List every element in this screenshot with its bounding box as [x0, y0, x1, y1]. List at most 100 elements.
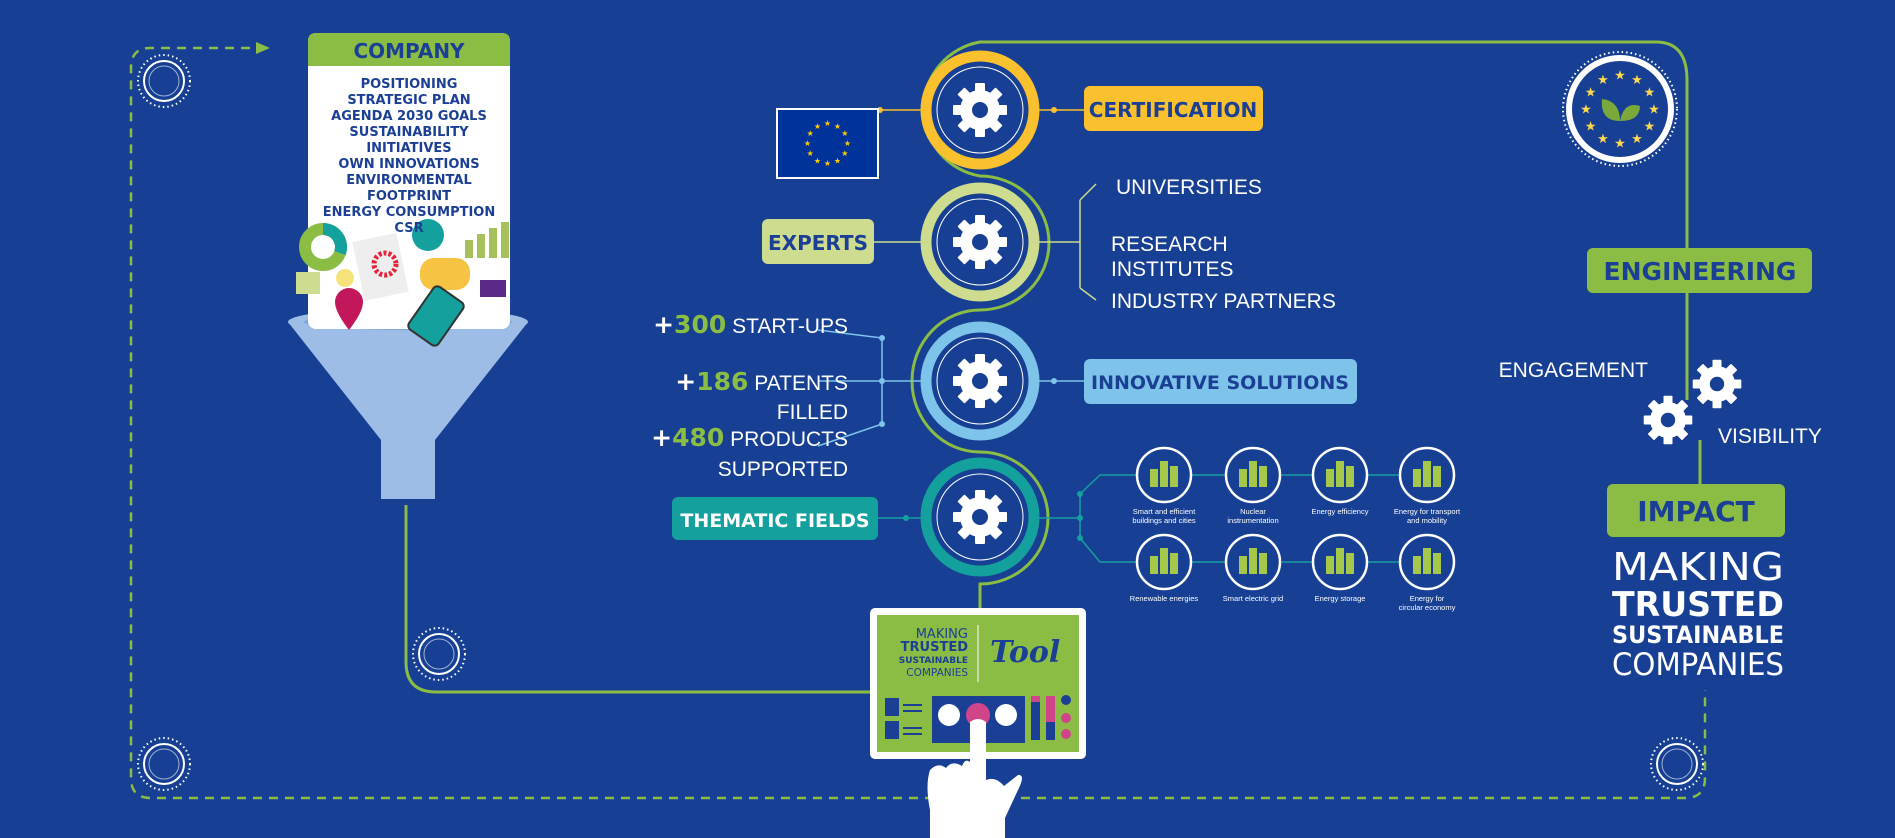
thematic-field-label: and mobility [1407, 516, 1447, 525]
gear-thematic-fields[interactable] [920, 457, 1040, 577]
right-flow-line [1655, 40, 1702, 484]
impact-label[interactable]: IMPACT [1607, 484, 1785, 537]
star-icon: ★ [824, 159, 831, 168]
star-icon: ★ [1631, 131, 1643, 146]
phone-icon [407, 285, 465, 347]
company-item: CSR [394, 221, 423, 236]
visibility-text: VISIBILITY [1718, 425, 1822, 448]
gear-innovative-solutions[interactable] [920, 321, 1040, 441]
star-icon: ★ [1631, 72, 1643, 87]
star-icon: ★ [834, 122, 841, 131]
partner-research: RESEARCH [1111, 233, 1228, 256]
thematic-fields-label[interactable]: THEMATIC FIELDS [672, 497, 878, 540]
arrow-right-icon [256, 42, 270, 54]
gear-icon [953, 354, 1007, 408]
thematic-field-label: buildings and cities [1132, 516, 1196, 525]
battery-icon [1326, 548, 1354, 574]
funnel [288, 308, 528, 499]
star-icon: ★ [804, 139, 811, 148]
sdg-wheel-icon [371, 250, 399, 278]
slogan-line: MAKING [1612, 545, 1784, 589]
loop-marker-icon [1650, 737, 1704, 791]
thematic-field-item[interactable]: Smart electric grid [1223, 533, 1283, 603]
thematic-field-label: circular economy [1399, 603, 1456, 612]
stat-patents-extra: FILLED [777, 401, 848, 424]
company-item: FOOTPRINT [367, 189, 451, 204]
star-icon: ★ [834, 156, 841, 165]
gear-icon [1643, 395, 1693, 445]
envelope-icon [480, 280, 506, 297]
gear-certification[interactable] [920, 50, 1040, 170]
eu-flag: ★★★★★★★★★★★★ [776, 108, 879, 179]
tool-brand-line: COMPANIES [906, 667, 968, 679]
star-icon: ★ [1597, 131, 1609, 146]
thematic-field-label: instrumentation [1227, 516, 1278, 525]
thematic-field-label: Smart and efficient [1133, 507, 1196, 516]
company-item: STRATEGIC PLAN [347, 93, 470, 108]
star-icon: ★ [1614, 135, 1626, 150]
gear-icon [953, 83, 1007, 137]
star-icon: ★ [1580, 101, 1592, 116]
thematic-field-label: Smart electric grid [1223, 594, 1283, 603]
innovative-solutions-label[interactable]: INNOVATIVE SOLUTIONS [1084, 359, 1357, 404]
person-avatar-icon [412, 219, 444, 251]
gear-icon [953, 215, 1007, 269]
star-icon: ★ [1614, 67, 1626, 82]
tool-label: Tool [990, 635, 1060, 670]
tool-tablet[interactable]: MAKING TRUSTED SUSTAINABLE COMPANIES Too… [870, 608, 1086, 759]
star-icon: ★ [1648, 101, 1660, 116]
stat-startups: +300 START-UPS [653, 310, 848, 339]
innovative-solutions-text: INNOVATIVE SOLUTIONS [1091, 372, 1349, 394]
company-item: POSITIONING [361, 77, 458, 92]
slogan-line: COMPANIES [1612, 647, 1784, 683]
star-icon: ★ [824, 119, 831, 128]
flow-line [404, 505, 870, 694]
certification-label[interactable]: CERTIFICATION [1084, 86, 1263, 131]
thematic-field-item[interactable]: Energy efficiency [1312, 446, 1369, 516]
engineering-label[interactable]: ENGINEERING [1587, 248, 1812, 293]
thematic-field-label: Renewable energies [1130, 594, 1199, 603]
thumbs-up-icon [296, 272, 320, 294]
document-icon [352, 232, 409, 301]
company-item: INITIATIVES [366, 141, 451, 156]
partner-universities: UNIVERSITIES [1116, 176, 1262, 199]
loop-marker-icon [137, 54, 191, 108]
loop-marker-icon [137, 737, 191, 791]
tool-brand-line: SUSTAINABLE [899, 656, 968, 666]
thematic-fields-text: THEMATIC FIELDS [680, 510, 869, 532]
star-icon: ★ [814, 122, 821, 131]
star-icon: ★ [807, 129, 814, 138]
experts-text: EXPERTS [768, 231, 868, 255]
loop-marker-icon [412, 627, 466, 681]
thematic-field-item[interactable]: Energy storage [1311, 533, 1369, 603]
partner-industry: INDUSTRY PARTNERS [1111, 290, 1336, 313]
gear-icon [953, 490, 1007, 544]
thematic-field-item[interactable]: Renewable energies [1130, 533, 1199, 603]
slogan-line: TRUSTED [1612, 585, 1784, 625]
recycle-icon [1413, 548, 1441, 574]
gauge-icon [995, 704, 1017, 726]
star-icon: ★ [814, 156, 821, 165]
star-icon: ★ [1585, 84, 1597, 99]
stats: +300 START-UPS +186 PATENTS FILLED +480 … [651, 310, 848, 481]
star-icon: ★ [844, 139, 851, 148]
stat-products: +480 PRODUCTS [651, 423, 848, 452]
chat-bubble-icon [420, 258, 470, 290]
company-item: OWN INNOVATIONS [338, 157, 479, 172]
star-icon: ★ [841, 149, 848, 158]
star-icon: ★ [1644, 118, 1656, 133]
gear-experts[interactable] [920, 182, 1040, 302]
star-icon: ★ [1585, 118, 1597, 133]
engineering-text: ENGINEERING [1604, 257, 1797, 286]
experts-label[interactable]: EXPERTS [762, 219, 874, 264]
thematic-field-label: Energy efficiency [1312, 507, 1369, 516]
certification-text: CERTIFICATION [1089, 98, 1257, 122]
star-icon: ★ [807, 149, 814, 158]
bar-chart-icon [465, 222, 509, 258]
engagement-text: ENGAGEMENT [1499, 359, 1649, 382]
